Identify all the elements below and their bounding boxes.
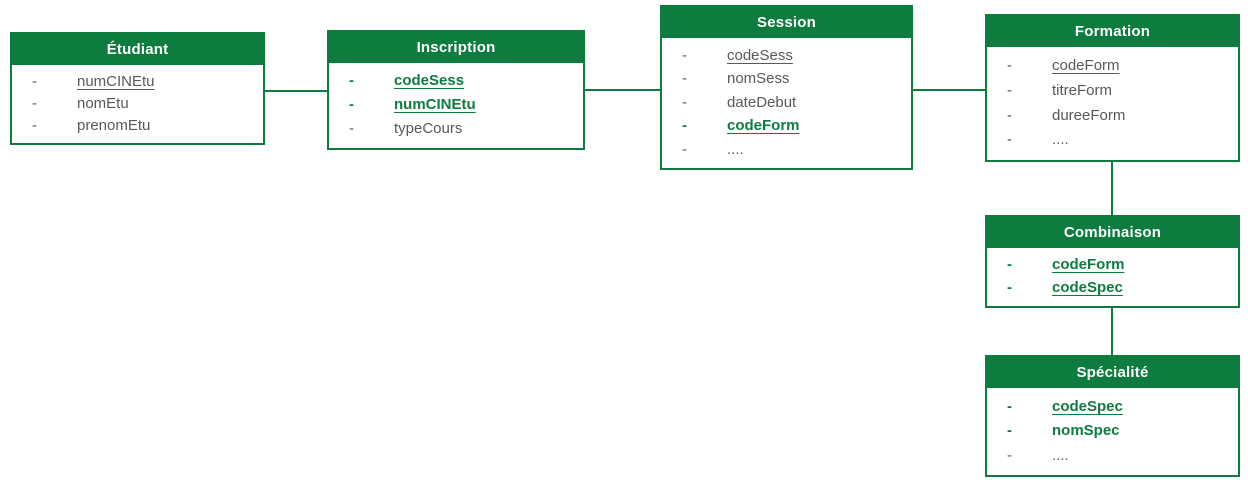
attribute-dash: - [32,72,37,90]
attribute-row: - numCINEtu [12,72,263,91]
attribute-label: codeSpec [1052,279,1123,297]
attribute-row: - nomEtu [12,94,263,113]
attribute-dash: - [1007,279,1012,297]
attribute-dash: - [682,93,687,111]
attribute-row: - nomSess [662,71,911,88]
attribute-label: nomSess [727,70,790,88]
attribute-dash: - [349,120,354,138]
entity-specialite[interactable]: Spécialité - codeSpec - nomSpec -.... [985,355,1240,477]
attribute-row: -.... [662,140,911,159]
attribute-row: - titreForm [987,81,1238,100]
attribute-label: dateDebut [727,93,797,111]
entity-formation-title: Formation [987,16,1238,47]
attribute-label: .... [727,140,744,158]
attribute-label: .... [1052,131,1069,149]
entity-formation[interactable]: Formation -codeForm-titreForm-dureeForm-… [985,14,1240,162]
relationship-line-session-formation [913,89,985,91]
attribute-row: - dateDebut [662,93,911,112]
attribute-dash: - [1007,131,1012,149]
entity-etudiant-title: Étudiant [12,34,263,65]
attribute-row: - numCINEtu [329,97,583,114]
attribute-label: numCINEtu [77,72,155,90]
entity-combinaison[interactable]: Combinaison - codeForm - codeSpec [985,215,1240,308]
attribute-row: -.... [987,132,1238,149]
attribute-label: titreForm [1052,81,1112,99]
entity-formation-attributes: - codeForm - titreForm - dureeForm -.... [987,47,1238,160]
entity-combinaison-attributes: - codeForm - codeSpec [987,248,1238,306]
attribute-label: codeSess [394,72,465,90]
entity-etudiant-attributes: - numCINEtu - nomEtu - prenomEtu [12,65,263,143]
attribute-label: codeSess [727,46,793,64]
relationship-line-formation-combinaison [1111,162,1113,215]
attribute-row: - codeSess [329,73,583,90]
attribute-row: - codeForm [987,257,1238,274]
attribute-label: numCINEtu [394,96,476,114]
attribute-row: - codeSpec [987,397,1238,416]
attribute-row: - typeCours [329,121,583,138]
entity-inscription[interactable]: Inscription - codeSess - numCINEtu - typeCour… [327,30,585,150]
attribute-row: - nomSpec [987,423,1238,440]
entity-session-attributes: - codeSess - nomSess - dateDebut - codeForm -...… [662,38,911,168]
attribute-label: nomEtu [77,94,129,112]
attribute-dash: - [349,72,354,90]
attribute-row: - codeForm [987,58,1238,75]
attribute-dash: - [1007,57,1012,75]
entity-combinaison-title: Combinaison [987,217,1238,248]
attribute-label: prenomEtu [77,116,151,134]
attribute-dash: - [682,117,687,135]
attribute-row: -.... [987,446,1238,465]
attribute-row: - codeSpec [987,280,1238,297]
entity-inscription-title: Inscription [329,32,583,63]
entity-session-title: Session [662,7,911,38]
attribute-row: - codeSess [662,46,911,65]
attribute-dash: - [1007,446,1012,464]
attribute-label: nomSpec [1052,422,1120,440]
attribute-label: codeForm [727,117,800,135]
relationship-line-inscription-session [585,89,660,91]
attribute-label: codeForm [1052,57,1120,75]
attribute-dash: - [32,116,37,134]
entity-session[interactable]: Session - codeSess - nomSess - dateDebut - code… [660,5,913,170]
attribute-label: typeCours [394,120,463,138]
attribute-dash: - [1007,106,1012,124]
attribute-dash: - [32,94,37,112]
attribute-label: .... [1052,446,1069,464]
attribute-dash: - [682,70,687,88]
attribute-row: - prenomEtu [12,116,263,135]
attribute-dash: - [682,46,687,64]
attribute-row: - dureeForm [987,106,1238,125]
entity-specialite-attributes: - codeSpec - nomSpec -.... [987,388,1238,475]
attribute-label: codeForm [1052,256,1125,274]
relationship-line-etudiant-inscription [265,90,327,92]
relationship-line-combinaison-specialite [1111,308,1113,355]
attribute-dash: - [349,96,354,114]
attribute-dash: - [1007,397,1012,415]
attribute-dash: - [682,140,687,158]
attribute-row: - codeForm [662,118,911,135]
attribute-dash: - [1007,81,1012,99]
entity-inscription-attributes: - codeSess - numCINEtu - typeCours [329,63,583,148]
attribute-label: codeSpec [1052,397,1123,415]
attribute-dash: - [1007,256,1012,274]
entity-specialite-title: Spécialité [987,357,1238,388]
attribute-dash: - [1007,422,1012,440]
attribute-label: dureeForm [1052,106,1126,124]
entity-etudiant[interactable]: Étudiant - numCINEtu - nomEtu - prenomEtu [10,32,265,145]
